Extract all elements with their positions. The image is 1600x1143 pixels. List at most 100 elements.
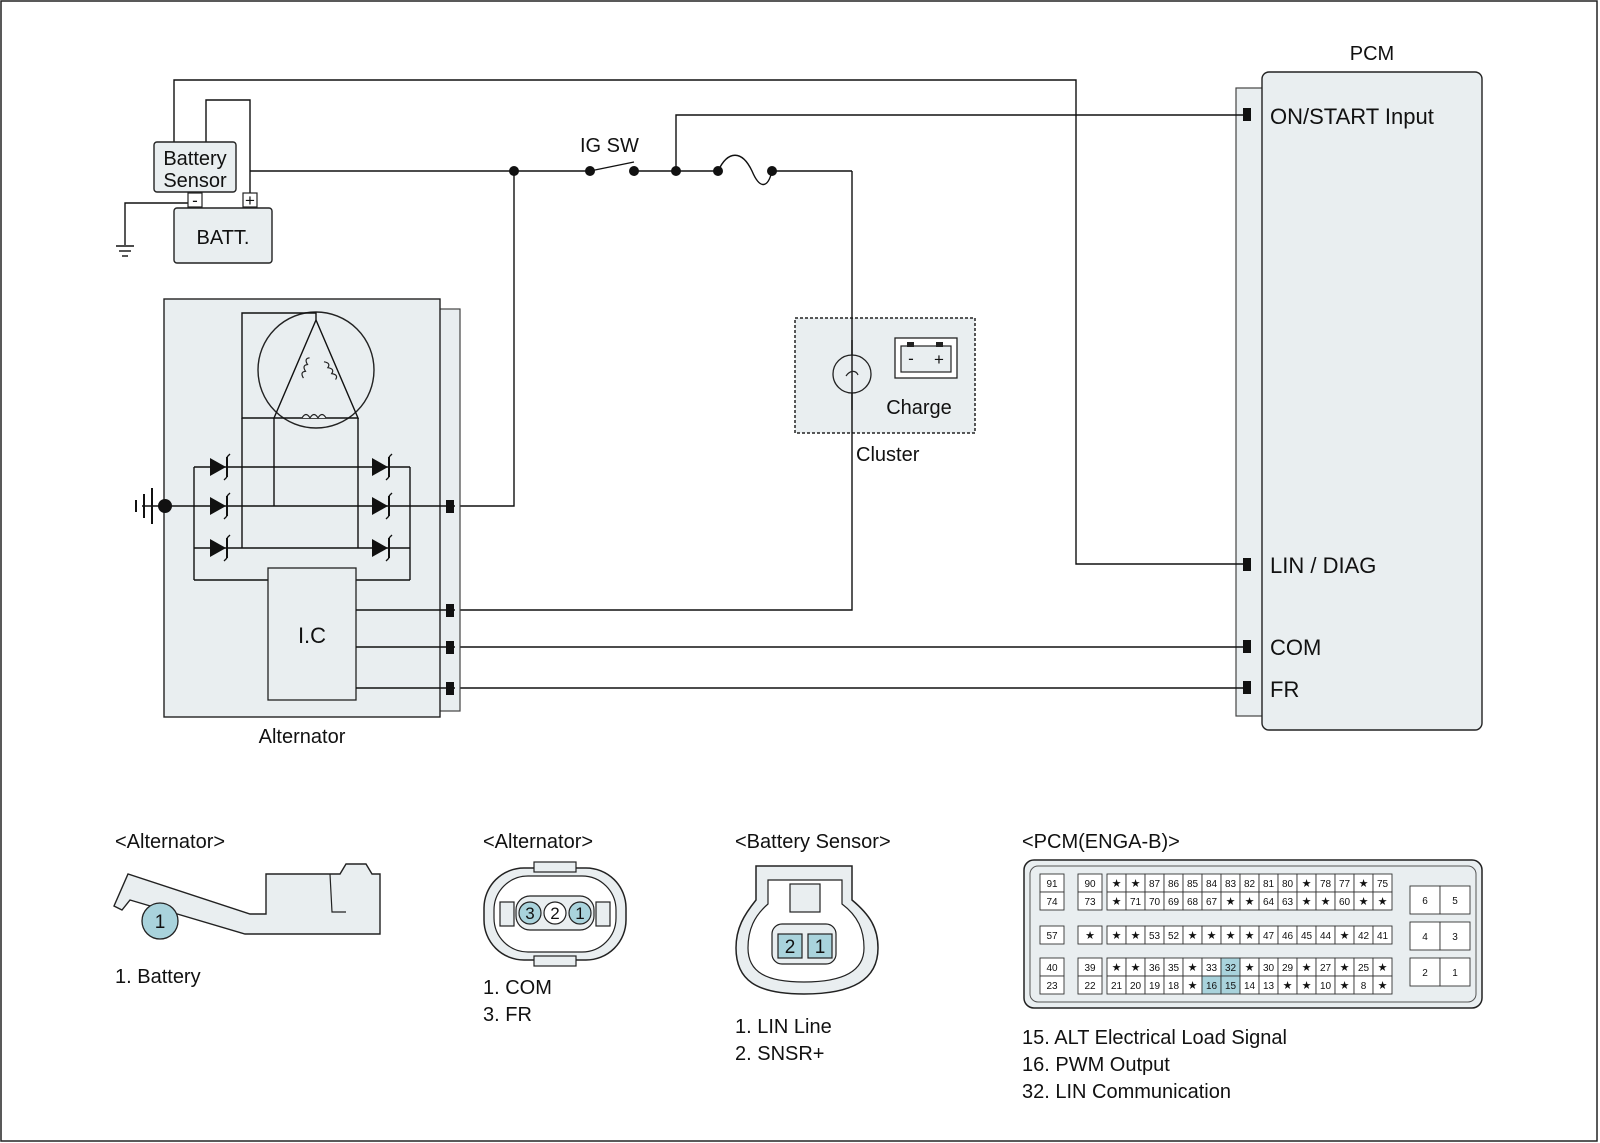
- pcm-pin-label: ★: [1302, 895, 1312, 908]
- connector-alternator-battery: <Alternator> 1 1. Battery: [113, 831, 381, 988]
- connector-battery-sensor-pin-2: 2: [785, 937, 796, 958]
- pcm-pin-label: 36: [1149, 963, 1161, 974]
- pcm-pin-label: 32: [1225, 963, 1237, 974]
- pcm-pin-fr: FR: [1270, 677, 1299, 702]
- pcm-pin-cell: [1039, 891, 1065, 911]
- pcm-pin-label: 60: [1339, 897, 1351, 908]
- cluster: - + Charge: [794, 317, 976, 434]
- pcm-pin-cell: [1439, 921, 1471, 951]
- pcm-pin-label: ★: [1112, 895, 1122, 908]
- pcm-pin-label: 64: [1263, 897, 1275, 908]
- pcm-pin-label: 81: [1263, 879, 1275, 890]
- pcm-pin-label: 83: [1225, 879, 1237, 890]
- charge-lamp-plus: +: [934, 350, 944, 369]
- connector-battery-sensor-title: <Battery Sensor>: [735, 831, 891, 853]
- pcm-pin-cell: [1039, 975, 1065, 995]
- battery-minus-terminal: -: [192, 191, 198, 210]
- pcm-pin-label: 42: [1358, 931, 1370, 942]
- pcm-pin-label: 16: [1206, 981, 1218, 992]
- pcm-pin-label: ★: [1378, 979, 1388, 992]
- pcm-pin-label: 53: [1149, 931, 1161, 942]
- pcm-pin-cell: [1077, 925, 1103, 945]
- connector-pcm-legend-3: 32. LIN Communication: [1022, 1081, 1231, 1103]
- pcm-pin-label: 25: [1358, 963, 1370, 974]
- pcm-pin-label: 44: [1320, 931, 1332, 942]
- pcm-pin-cell: [1409, 885, 1441, 915]
- pcm-pin-label: 71: [1130, 897, 1142, 908]
- connector-alternator-main: <Alternator> 3 2 1 1. COM 3. FR: [483, 831, 627, 1026]
- pcm-pin-label: 27: [1320, 963, 1332, 974]
- pcm-pin-label: 33: [1206, 963, 1218, 974]
- pcm-pin-label: ★: [1131, 877, 1141, 890]
- connector-alt-main-legend-2: 3. FR: [483, 1004, 532, 1026]
- connector-battery-sensor: <Battery Sensor> 2 1 1. LIN Line 2. SNSR…: [735, 831, 891, 1065]
- pcm-pin-label: ★: [1302, 961, 1312, 974]
- pcm-pin-label: 45: [1301, 931, 1313, 942]
- pcm-pin-label: 91: [1046, 879, 1058, 890]
- pcm-pin-label: ★: [1378, 895, 1388, 908]
- battery: - + BATT.: [173, 191, 273, 264]
- pcm-pin-label: ★: [1112, 877, 1122, 890]
- pcm-pin-cell: [1077, 891, 1103, 911]
- pcm-pin-cell: [1372, 891, 1393, 911]
- pcm-pin-cell: [1077, 975, 1103, 995]
- wiring: [116, 79, 1244, 689]
- pcm-pin-cell: [1409, 957, 1441, 987]
- pcm-pin-label: 5: [1452, 896, 1458, 907]
- pcm-pin-label: 77: [1339, 879, 1351, 890]
- pcm-pin-on-start: ON/START Input: [1270, 104, 1434, 129]
- pcm-pin-label: ★: [1359, 877, 1369, 890]
- pcm-pin-label: 70: [1149, 897, 1161, 908]
- pcm-pin-label: 90: [1084, 879, 1096, 890]
- pcm-pin-label: 69: [1168, 897, 1180, 908]
- connector-alt-main-legend-1: 1. COM: [483, 977, 552, 999]
- pcm-pin-label: 40: [1046, 963, 1058, 974]
- pcm-pin-label: 35: [1168, 963, 1180, 974]
- connector-pcm-legend-1: 15. ALT Electrical Load Signal: [1022, 1027, 1287, 1049]
- pcm-pin-label: 68: [1187, 897, 1199, 908]
- pcm-pin-label: ★: [1321, 895, 1331, 908]
- pcm-pin-label: 73: [1084, 897, 1096, 908]
- pcm-pin-label: ★: [1131, 929, 1141, 942]
- pcm-pin-label: 39: [1084, 963, 1096, 974]
- pcm-pin-label: 3: [1452, 932, 1458, 943]
- connector-battery-sensor-legend-2: 2. SNSR+: [735, 1043, 824, 1065]
- pcm-pin-label: 84: [1206, 879, 1218, 890]
- pcm-pin-label: 22: [1084, 981, 1096, 992]
- battery-label: BATT.: [197, 227, 250, 249]
- pcm-pin-cell: [1039, 925, 1065, 945]
- pcm-pin-label: ★: [1245, 929, 1255, 942]
- pcm-pin-label: ★: [1226, 929, 1236, 942]
- pcm-pin-label: ★: [1188, 979, 1198, 992]
- pcm-pin-label: 46: [1282, 931, 1294, 942]
- pcm-pin-label: 15: [1225, 981, 1237, 992]
- pcm-pin-label: ★: [1245, 895, 1255, 908]
- ig-switch-label: IG SW: [580, 135, 639, 157]
- pcm-pin-label: 63: [1282, 897, 1294, 908]
- battery-sensor: Battery Sensor: [153, 141, 237, 193]
- battery-sensor-label-line2: Sensor: [163, 170, 227, 192]
- pcm-pin-label: ★: [1340, 929, 1350, 942]
- pcm-pin-label: 86: [1168, 879, 1180, 890]
- pcm-pin-label: ★: [1188, 929, 1198, 942]
- pcm-pin-label: ★: [1283, 979, 1293, 992]
- pcm-module: PCM ON/START Input LIN / DIAG COM FR: [1235, 43, 1483, 731]
- pcm-pin-label: 10: [1320, 981, 1332, 992]
- pcm-pin-label: 13: [1263, 981, 1275, 992]
- charge-lamp-minus: -: [908, 349, 914, 368]
- pcm-pin-lin-diag: LIN / DIAG: [1270, 553, 1376, 578]
- battery-plus-terminal: +: [245, 191, 255, 210]
- connector-alt-main-pin-3: 3: [525, 904, 534, 923]
- pcm-pin-label: ★: [1131, 961, 1141, 974]
- pcm-pin-label: ★: [1302, 877, 1312, 890]
- pcm-pin-label: ★: [1188, 961, 1198, 974]
- stator-icon: [257, 311, 375, 429]
- pcm-pin-label: 85: [1187, 879, 1199, 890]
- pcm-pin-label: ★: [1302, 979, 1312, 992]
- pcm-pin-label: 21: [1111, 981, 1123, 992]
- connector-pcm-title: <PCM(ENGA-B)>: [1022, 831, 1180, 853]
